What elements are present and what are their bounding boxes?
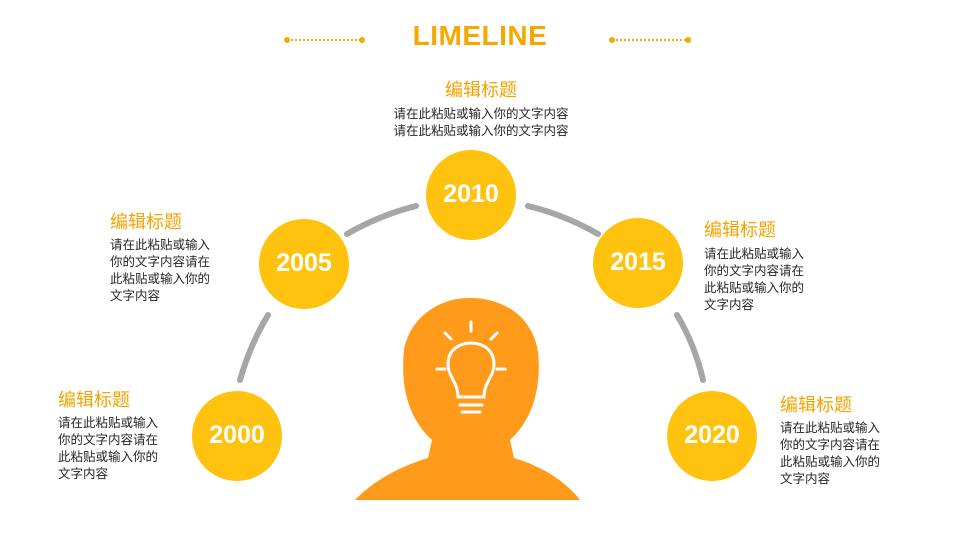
year-circle-2000: [192, 391, 282, 481]
body-2000: 请在此粘贴或输入 你的文字内容请在 此粘贴或输入你的 文字内容: [58, 415, 159, 481]
arc-segment-2010-2015: [525, 203, 601, 237]
slide-title: LIMELINE: [412, 20, 548, 51]
title-right-decoration: [609, 37, 691, 43]
year-label-2010: 2010: [443, 180, 499, 208]
year-circle-2020: [667, 391, 757, 481]
year-label-2015: 2015: [610, 248, 666, 276]
arc-segment-2000-2005: [237, 312, 271, 383]
heading-2020: 编辑标题: [780, 395, 852, 416]
body-2010: 请在此粘贴或输入你的文字内容 请在此粘贴或输入你的文字内容: [393, 106, 569, 138]
year-circle-2005: [259, 219, 349, 309]
year-circle-2010: [426, 150, 516, 240]
body-2015: 请在此粘贴或输入 你的文字内容请在 此粘贴或输入你的 文字内容: [704, 246, 805, 312]
heading-2000: 编辑标题: [58, 390, 130, 411]
heading-2015: 编辑标题: [704, 220, 776, 241]
head-silhouette: [355, 298, 580, 500]
arc-segment-2015-2020: [674, 312, 706, 383]
year-label-2000: 2000: [209, 421, 265, 449]
body-2020: 请在此粘贴或输入 你的文字内容请在 此粘贴或输入你的 文字内容: [780, 420, 881, 486]
title-left-decoration: [284, 37, 365, 43]
year-label-2005: 2005: [276, 249, 332, 277]
heading-2010: 编辑标题: [445, 80, 517, 101]
lightbulb-icon: [435, 320, 507, 414]
year-circle-2015: [593, 218, 683, 308]
heading-2005: 编辑标题: [110, 212, 182, 233]
body-2005: 请在此粘贴或输入 你的文字内容请在 此粘贴或输入你的 文字内容: [110, 237, 211, 303]
year-label-2020: 2020: [684, 421, 740, 449]
arc-segment-2005-2010: [344, 203, 419, 237]
